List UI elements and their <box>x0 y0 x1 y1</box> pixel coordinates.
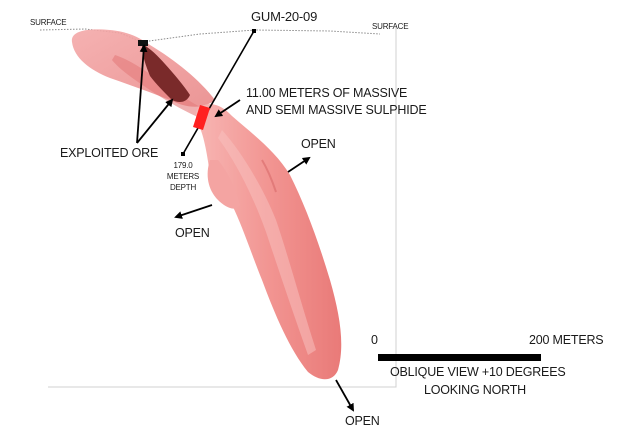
open-arrow-bottom <box>335 379 354 412</box>
drill-hole-trace <box>182 30 255 155</box>
depth-unit: METERS <box>166 172 200 181</box>
intercept-label-line2: AND SEMI MASSIVE SULPHIDE <box>246 103 427 117</box>
ore-body-side-lobe <box>207 160 240 209</box>
exploited-ore-arrow-2 <box>136 98 174 144</box>
surface-label-left: SURFACE <box>30 18 67 27</box>
drill-hole-label: GUM-20-09 <box>251 9 318 24</box>
view-caption-line2: LOOKING NORTH <box>423 383 527 397</box>
depth-marker <box>181 152 185 156</box>
intercept-arrow <box>214 99 241 118</box>
depth-word: DEPTH <box>169 183 197 192</box>
ore-body-main <box>195 104 342 380</box>
exploited-ore-arrow-1 <box>136 44 148 144</box>
scale-bar-start-label: 0 <box>371 333 378 347</box>
scale-bar-end-label: 200 METERS <box>529 333 604 347</box>
open-arrow-upper-right <box>287 156 311 173</box>
open-label-bottom: OPEN <box>345 414 380 428</box>
ore-body-inner-fold <box>218 130 316 355</box>
scale-bar <box>378 354 541 361</box>
frame-box <box>48 28 397 388</box>
exploited-ore-label: EXPLOITED ORE <box>60 146 159 160</box>
drill-collar-marker <box>252 29 256 33</box>
open-arrow-left <box>174 204 213 219</box>
ore-body-streak <box>261 159 277 193</box>
open-label-left: OPEN <box>175 226 210 240</box>
sulphide-intercept <box>193 105 210 130</box>
surface-label-right: SURFACE <box>372 22 409 31</box>
view-caption-line1: OBLIQUE VIEW +10 DEGREES <box>390 365 566 379</box>
exploited-ore <box>142 44 190 103</box>
intercept-label-line1: 11.00 METERS OF MASSIVE <box>246 86 408 100</box>
exploited-ore-top-marker <box>138 40 148 46</box>
depth-value: 179.0 <box>173 161 193 170</box>
surface-line <box>39 28 381 43</box>
open-label-upper-right: OPEN <box>301 137 336 151</box>
